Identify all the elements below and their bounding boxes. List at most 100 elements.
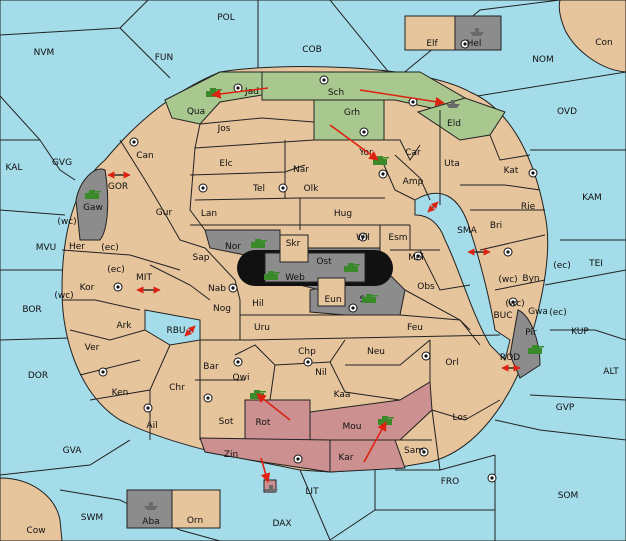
province-label-nil: Nil (315, 368, 327, 378)
province-label-mou: Mou (343, 422, 362, 432)
province-label-qua: Qua (187, 107, 205, 117)
province-label-nar: Nar (293, 165, 309, 175)
land-cow[interactable] (0, 477, 63, 541)
province-label-eun: Eun (324, 295, 341, 305)
fleet-unit-icon[interactable] (264, 485, 278, 493)
army-unit-icon[interactable] (373, 156, 389, 165)
inner-sea-sma[interactable] (414, 192, 511, 361)
sea-label-dax: DAX (272, 519, 291, 529)
province-label-mel: Mel (408, 253, 424, 263)
province-label-kor: Kor (80, 283, 95, 293)
sea-label-kup: KUP (571, 327, 589, 337)
province-label-yor: Yor (358, 148, 373, 158)
province-label-ail: Ail (146, 421, 157, 431)
order-arrow (329, 124, 379, 161)
order-arrow (211, 87, 269, 99)
sea-label-nom: NOM (532, 55, 554, 65)
supply-centers (98, 39, 538, 483)
army-unit-icon[interactable] (362, 294, 378, 303)
coast-note-ec2: (ec) (107, 265, 125, 275)
province-skr[interactable] (279, 234, 309, 263)
coast-note-wc3: (wc) (498, 275, 517, 285)
coast-note-wc2: (wc) (54, 291, 73, 301)
province-label-ken: Ken (112, 388, 129, 398)
province-label-ost: Ost (316, 257, 332, 267)
sea-label-sma: SMA (457, 226, 477, 236)
coast-note-ec1: (ec) (101, 243, 119, 253)
province-label-uta: Uta (444, 159, 460, 169)
coast-note-wc1: (wc) (57, 217, 76, 227)
province-label-eld: Eld (447, 119, 461, 129)
province-label-hug: Hug (334, 209, 352, 219)
province-label-gwa: Gwa (528, 307, 548, 317)
province-label-gur: Gur (156, 208, 173, 218)
sea-label-buc: BUC (493, 311, 512, 321)
army-unit-icon[interactable] (85, 190, 101, 199)
sea-label-kal: KAL (6, 163, 23, 173)
province-label-tel: Tel (252, 184, 265, 194)
sea-label-mvu: MVU (36, 243, 57, 253)
land-con[interactable] (558, 0, 626, 73)
province-label-wil: Wil (356, 233, 370, 243)
army-unit-icon[interactable] (264, 271, 280, 280)
province-eun[interactable] (317, 277, 346, 307)
island-label-aba: Aba (142, 517, 159, 527)
fleet-unit-icon[interactable] (144, 502, 158, 510)
province-eld[interactable] (416, 97, 506, 141)
island-label-orn: Orn (187, 516, 203, 526)
sea-label-bor: BOR (22, 305, 41, 315)
coast-note-wc4: (wc) (505, 299, 524, 309)
sea-label-swm: SWM (81, 513, 103, 523)
sea-label-rbu: RBU (166, 326, 185, 336)
province-label-rie: Rie (521, 202, 536, 212)
island-label-hel: Hel (467, 39, 482, 49)
sea-label-gor: GOR (108, 182, 128, 192)
sea-label-nvm: NVM (34, 48, 55, 58)
fleet-unit-icon[interactable] (446, 100, 460, 108)
province-label-elc: Elc (219, 159, 232, 169)
province-label-feu: Feu (407, 323, 423, 333)
province-label-her: Her (69, 242, 85, 252)
army-unit-icon[interactable] (251, 239, 267, 248)
province-label-byn: Byn (522, 274, 539, 284)
sea-label-dor: DOR (28, 371, 48, 381)
sea-label-gvg: GVG (52, 158, 72, 168)
province-label-jos: Jos (217, 124, 231, 134)
island-orn[interactable] (171, 489, 221, 529)
coast-note-ec4: (ec) (549, 308, 567, 318)
sea-label-mit: MIT (136, 273, 152, 283)
province-gaw[interactable] (75, 168, 109, 241)
province-label-gaw: Gaw (83, 203, 103, 213)
province-label-grh: Grh (344, 108, 360, 118)
army-unit-icon[interactable] (344, 263, 360, 272)
order-arrow (260, 457, 271, 483)
sea-label-som: SOM (558, 491, 579, 501)
province-label-web: Web (285, 273, 305, 283)
province-label-chr: Chr (169, 383, 185, 393)
province-pir[interactable] (509, 309, 541, 379)
province-label-bar: Bar (203, 362, 219, 372)
strait-arrow-rbu (184, 325, 196, 337)
province-label-kaa: Kaa (334, 390, 351, 400)
province-label-bri: Bri (490, 221, 502, 231)
province-label-lan: Lan (201, 209, 217, 219)
army-unit-icon[interactable] (528, 345, 544, 354)
island-label-elf: Elf (426, 39, 438, 49)
island-elf[interactable] (404, 15, 456, 51)
province-label-pir: Pir (525, 328, 537, 338)
fleet-unit-icon[interactable] (470, 28, 484, 36)
province-zin[interactable] (199, 437, 331, 473)
province-label-can: Can (136, 151, 154, 161)
order-arrow (256, 393, 291, 421)
province-grh[interactable] (313, 99, 385, 141)
province-label-jad: Jad (244, 87, 259, 97)
province-label-nog: Nog (213, 304, 231, 314)
sea-label-tei: TEI (588, 259, 603, 269)
sea-label-pol: POL (217, 13, 235, 23)
province-label-esm: Esm (388, 233, 407, 243)
province-label-uru: Uru (254, 323, 270, 333)
province-label-ver: Ver (85, 343, 100, 353)
province-label-ark: Ark (116, 321, 132, 331)
